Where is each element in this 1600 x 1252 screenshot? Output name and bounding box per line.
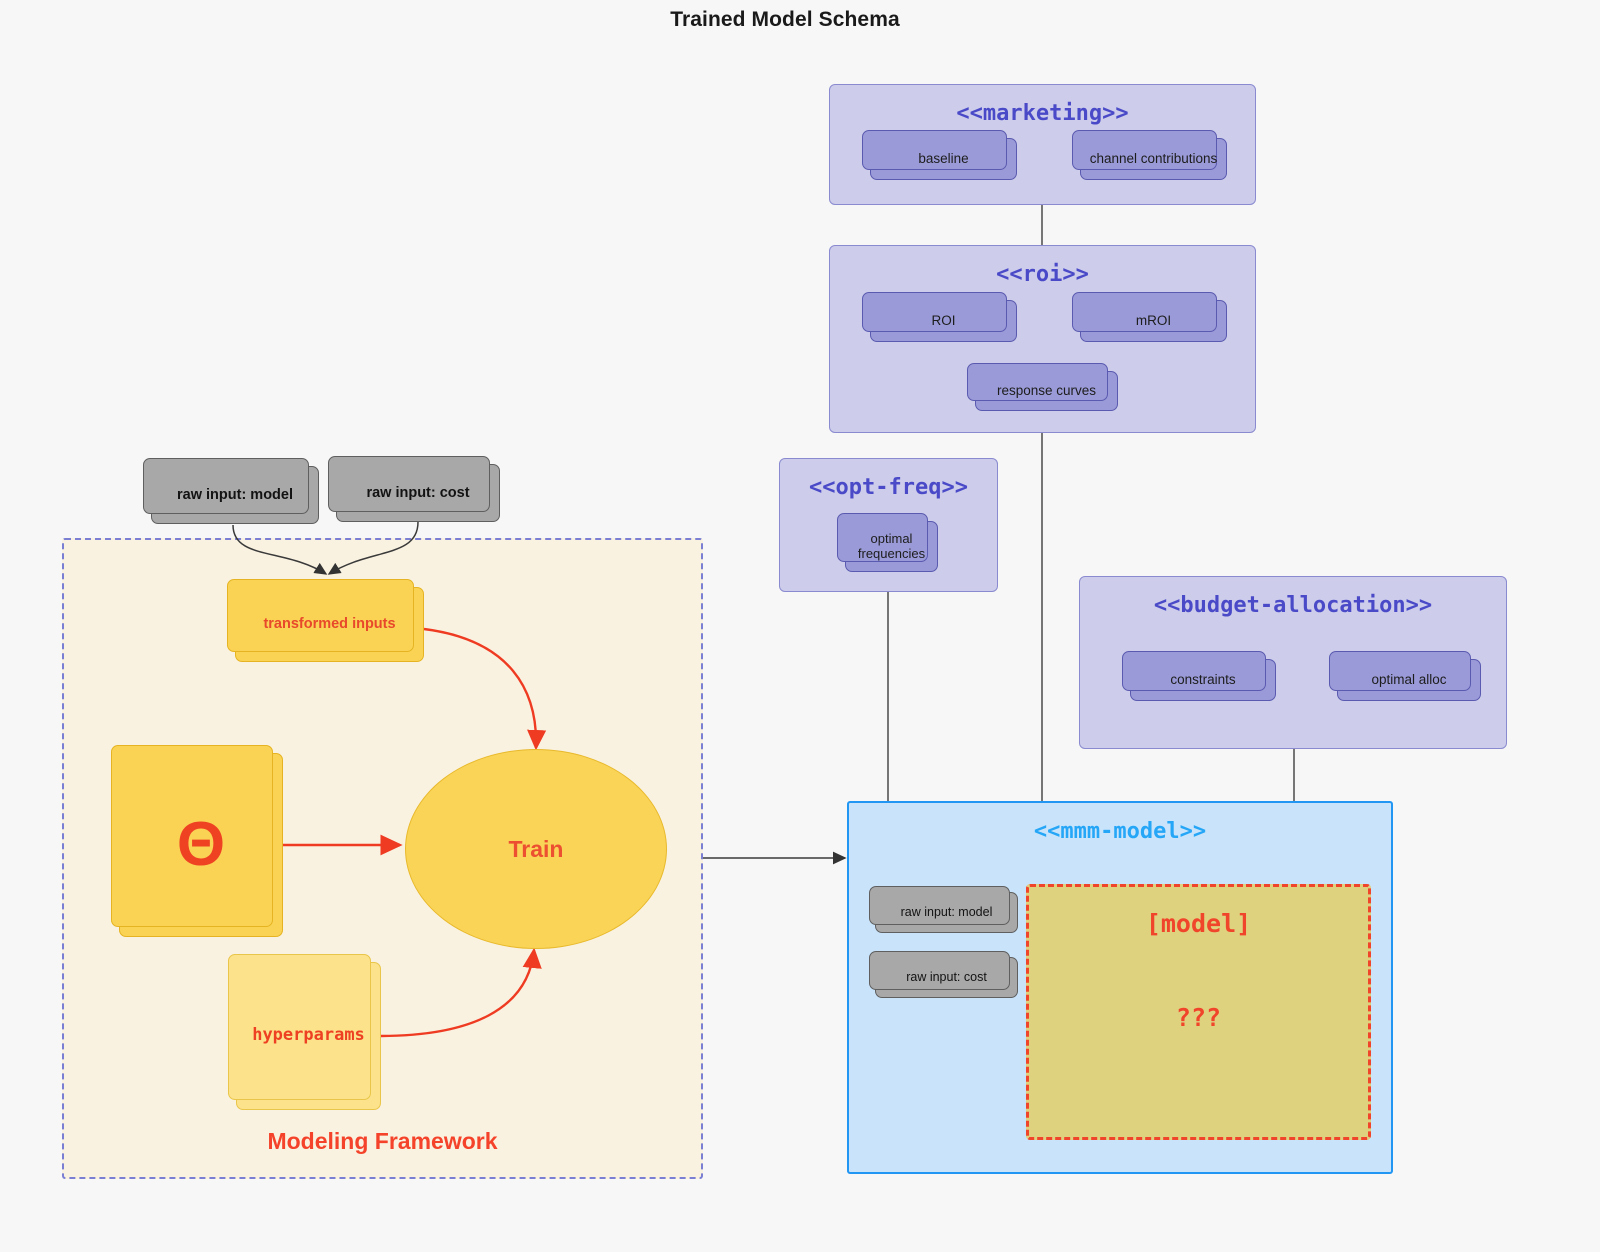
node-raw-input-model[interactable]: raw input: model — [143, 458, 319, 524]
theta-symbol: Θ — [176, 810, 226, 880]
node-label: optimal frequencies — [857, 530, 926, 562]
node-mmm-raw-input-model[interactable]: raw input: model — [869, 886, 1018, 933]
package-title-opt-freq: <<opt-freq>> — [809, 475, 968, 500]
node-label: raw input: cost — [366, 484, 470, 501]
node-theta[interactable]: Θ — [111, 745, 283, 937]
card-stack-shadow — [1072, 292, 1217, 332]
node-label: ROI — [931, 313, 956, 329]
node-label: transformed inputs — [263, 616, 396, 633]
node-channel-contributions[interactable]: channel contributions — [1072, 130, 1227, 180]
package-title-budget-allocation: <<budget-allocation>> — [1153, 593, 1433, 618]
node-label-line2: frequencies — [857, 545, 926, 561]
card-stack-shadow — [1122, 651, 1266, 691]
model-region-title: [model] — [1145, 909, 1252, 938]
package-title-marketing: <<marketing>> — [956, 101, 1129, 126]
node-label: raw input: model — [900, 905, 993, 920]
node-train[interactable]: Train — [405, 749, 667, 949]
node-label: optimal alloc — [1371, 672, 1447, 688]
node-optimal-frequencies[interactable]: optimal frequencies — [837, 513, 938, 572]
model-region-question: ??? — [1175, 1003, 1222, 1032]
card-stack-shadow — [328, 456, 490, 512]
package-title-roi: <<roi>> — [996, 262, 1089, 287]
card-stack-shadow — [862, 292, 1007, 332]
node-label: response curves — [996, 383, 1097, 399]
node-label: raw input: cost — [906, 970, 987, 985]
node-label: baseline — [918, 151, 969, 167]
node-raw-input-cost[interactable]: raw input: cost — [328, 456, 500, 522]
node-baseline[interactable]: baseline — [862, 130, 1017, 180]
node-transformed-inputs[interactable]: transformed inputs — [227, 579, 424, 662]
node-hyperparams[interactable]: hyperparams — [228, 954, 381, 1110]
card-stack-shadow — [1072, 130, 1217, 170]
card-stack-shadow — [869, 886, 1010, 925]
card-stack-shadow — [837, 513, 928, 562]
node-response-curves[interactable]: response curves — [967, 363, 1118, 411]
node-roi[interactable]: ROI — [862, 292, 1017, 342]
node-label: hyperparams — [252, 1025, 365, 1046]
node-constraints[interactable]: constraints — [1122, 651, 1276, 701]
card-stack-shadow — [227, 579, 414, 652]
node-label: Train — [508, 835, 564, 862]
node-label-line1: optimal — [870, 530, 913, 546]
node-label: raw input: model — [177, 486, 293, 503]
package-title-mmm-model: <<mmm-model>> — [1033, 819, 1207, 844]
card-stack-shadow — [143, 458, 309, 514]
node-optimal-alloc[interactable]: optimal alloc — [1329, 651, 1481, 701]
model-region: [model] ??? — [1026, 884, 1371, 1140]
card-stack-shadow — [1329, 651, 1471, 691]
card-stack-shadow — [967, 363, 1108, 401]
node-label: constraints — [1170, 672, 1236, 688]
card-stack-shadow — [228, 954, 371, 1100]
node-label: channel contributions — [1089, 151, 1218, 167]
node-label: mROI — [1135, 313, 1172, 329]
node-mroi[interactable]: mROI — [1072, 292, 1227, 342]
node-mmm-raw-input-cost[interactable]: raw input: cost — [869, 951, 1018, 998]
page-title: Trained Model Schema — [670, 8, 900, 31]
card-stack-shadow — [111, 745, 273, 927]
card-stack-shadow — [869, 951, 1010, 990]
modeling-framework-label: Modeling Framework — [267, 1128, 498, 1154]
card-stack-shadow — [862, 130, 1007, 170]
